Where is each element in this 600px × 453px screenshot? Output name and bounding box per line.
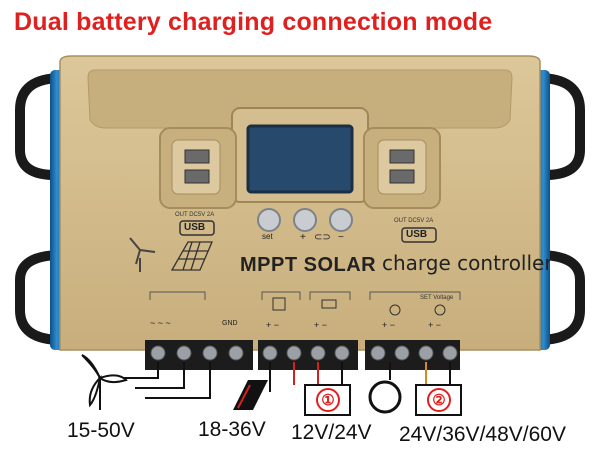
set-button-label: set <box>262 232 273 241</box>
mounting-bracket-right <box>537 73 585 345</box>
bulb-icon-2 <box>434 304 446 316</box>
external-wind-turbine-icon <box>81 354 128 410</box>
usb-port-right-2 <box>389 169 415 184</box>
product-label: charge controller <box>382 251 553 275</box>
set-button <box>257 208 281 232</box>
brand-label: MPPT SOLAR <box>240 254 377 276</box>
external-solar-panel-icon <box>233 380 268 410</box>
minus-button <box>329 208 353 232</box>
load2-terminal-label: + − <box>428 320 442 330</box>
wind-terminal-label: ~ ~ ~ <box>150 318 171 328</box>
wind-turbine-icon <box>129 237 156 272</box>
battery-1-badge: ① <box>316 388 340 412</box>
usb-port-left-2 <box>184 169 210 184</box>
solar-panel-icon <box>170 241 213 271</box>
mounting-bracket-left <box>15 73 63 345</box>
usb-left-logo: USB <box>184 222 206 233</box>
usb-port-left-1 <box>184 149 210 164</box>
solar-panel-small-icon <box>272 297 286 311</box>
usb-left-spec: OUT DC5V 2A <box>175 212 215 218</box>
load1-terminal-label: + − <box>382 320 396 330</box>
usb-right-spec: OUT DC5V 2A <box>394 218 434 224</box>
plus-button <box>293 208 317 232</box>
wind-voltage-label: 15-50V <box>67 419 135 442</box>
page-title: Dual battery charging connection mode <box>14 8 493 36</box>
plus-button-label: + <box>300 232 306 243</box>
usb-port-right-1 <box>389 149 415 164</box>
battery-1-voltage-label: 12V/24V <box>291 421 372 444</box>
pv-terminal-label: + − <box>266 320 280 330</box>
battery-2-badge: ② <box>427 388 451 412</box>
usb-right-logo: USB <box>406 229 428 240</box>
set-voltage-label: SET Voltage <box>420 295 454 301</box>
mode-button-label: ⊂⊃ <box>314 232 331 243</box>
battery-icon <box>321 299 337 309</box>
minus-button-label: − <box>338 232 344 243</box>
bulb-icon <box>389 304 401 316</box>
solar-voltage-label: 18-36V <box>198 418 266 441</box>
lcd-screen <box>246 124 354 194</box>
battery-terminal-label: + − <box>314 320 328 330</box>
gnd-terminal-label: GND <box>222 320 238 327</box>
load-bulb-icon <box>368 380 402 414</box>
battery-2-voltage-label: 24V/36V/48V/60V <box>399 423 566 446</box>
